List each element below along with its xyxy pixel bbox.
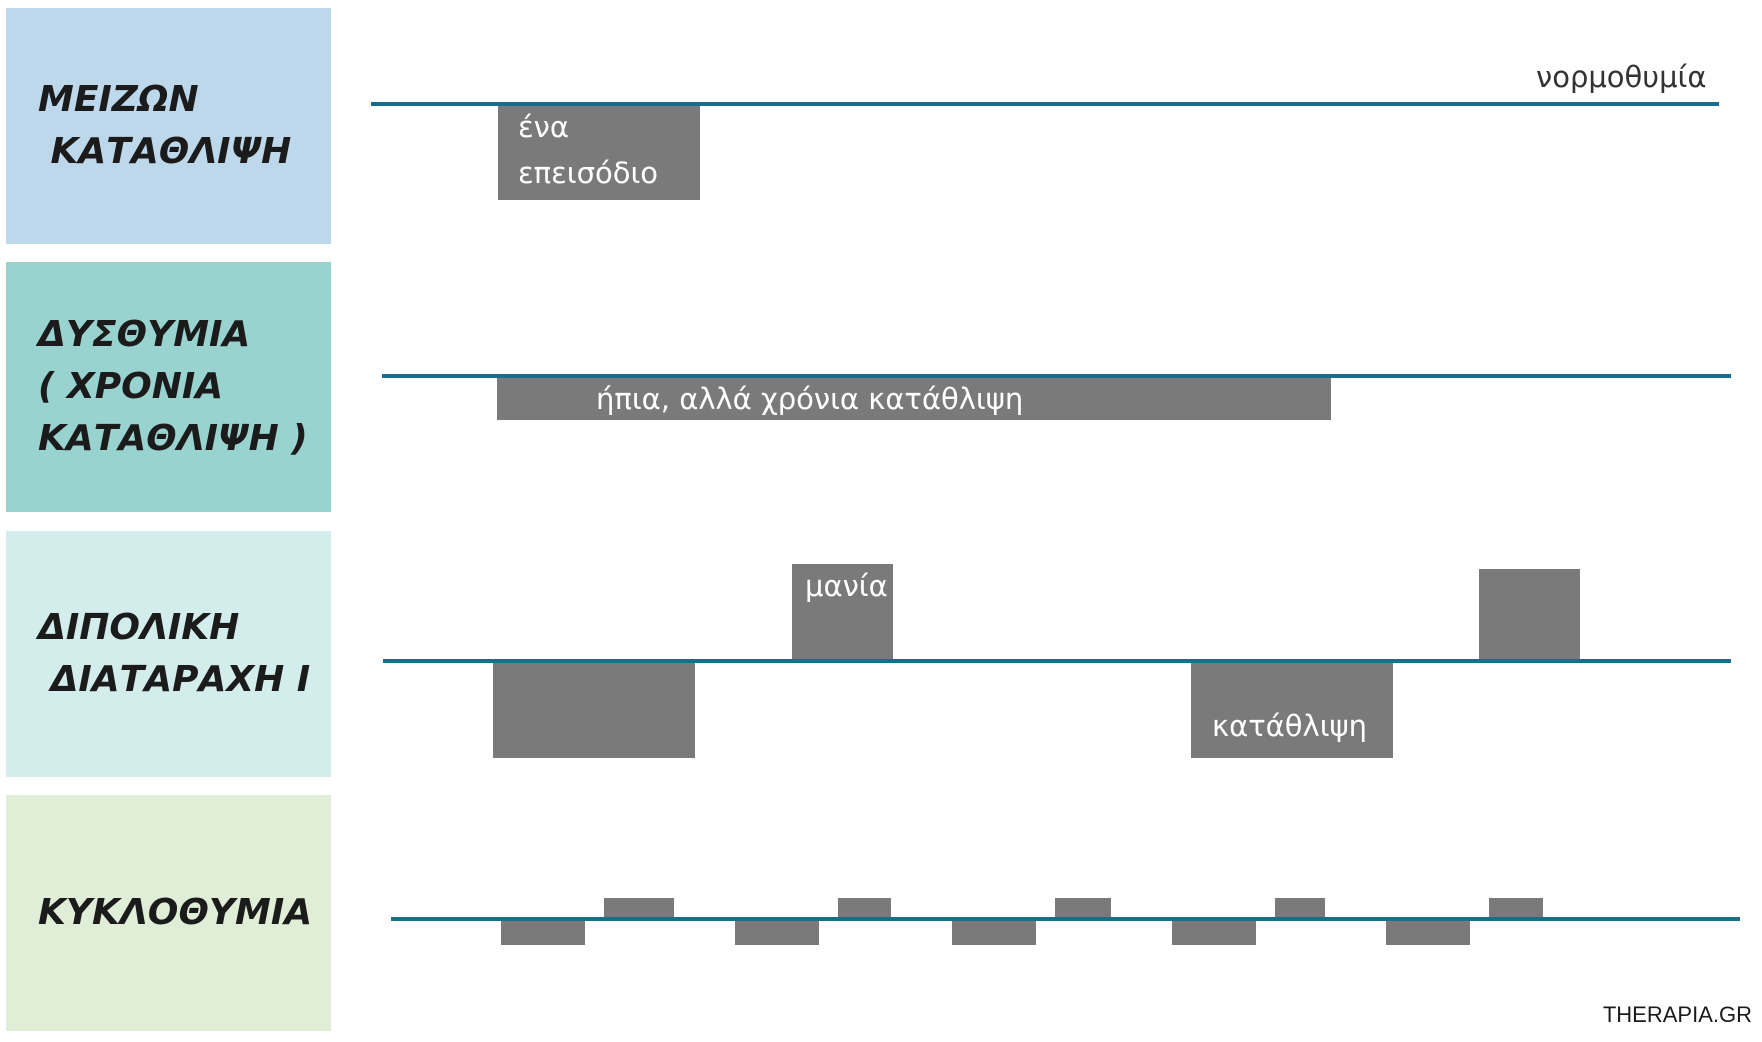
cyclo-high-1 bbox=[604, 898, 674, 919]
one-episode-line-1: ένα bbox=[518, 110, 569, 144]
row-label-major-depression: ΜΕΙΖΩΝ ΚΑΤΑΘΛΙΨΗ bbox=[38, 74, 291, 178]
label-line: ΚΥΚΛΟΘΥΜΙΑ bbox=[38, 892, 313, 933]
label-line: ΔΙΑΤΑΡΑΧΗ Ι bbox=[38, 659, 311, 700]
mania-label: μανία bbox=[805, 569, 888, 603]
label-line: ΚΑΤΑΘΛΙΨΗ bbox=[38, 131, 292, 172]
label-line: ΜΕΙΖΩΝ bbox=[38, 79, 199, 120]
cyclo-low-1 bbox=[501, 921, 585, 945]
mood-baseline-dysthymia bbox=[382, 374, 1731, 378]
normothymia-label: νορμοθυμία bbox=[1536, 60, 1707, 94]
cyclo-high-2 bbox=[838, 898, 891, 919]
row-panel-dysthymia: ΔΥΣΘΥΜΙΑ ( ΧΡΟΝΙΑ ΚΑΤΑΘΛΙΨΗ ) bbox=[6, 262, 331, 512]
cyclo-low-5 bbox=[1386, 921, 1470, 945]
label-line: ΔΥΣΘΥΜΙΑ bbox=[38, 314, 251, 355]
cyclo-low-3 bbox=[952, 921, 1036, 945]
row-label-bipolar-1: ΔΙΠΟΛΙΚΗ ΔΙΑΤΑΡΑΧΗ Ι bbox=[38, 602, 310, 706]
cyclo-low-4 bbox=[1172, 921, 1256, 945]
episode-block-single bbox=[498, 106, 700, 200]
row-panel-major-depression: ΜΕΙΖΩΝ ΚΑΤΑΘΛΙΨΗ bbox=[6, 8, 331, 244]
mania-block-1 bbox=[792, 564, 893, 662]
label-line: ( ΧΡΟΝΙΑ bbox=[38, 366, 224, 407]
mania-block-2 bbox=[1479, 569, 1580, 662]
one-episode-label: ένα επεισόδιο bbox=[518, 104, 658, 196]
one-episode-line-2: επεισόδιο bbox=[518, 156, 659, 190]
depression-label: κατάθλιψη bbox=[1212, 709, 1368, 743]
mild-chronic-label: ήπια, αλλά χρόνια κατάθλιψη bbox=[596, 382, 1024, 416]
episode-block-chronic bbox=[497, 378, 1331, 420]
label-line: ΔΙΠΟΛΙΚΗ bbox=[38, 607, 240, 648]
cyclo-high-5 bbox=[1489, 898, 1543, 919]
row-label-dysthymia: ΔΥΣΘΥΜΙΑ ( ΧΡΟΝΙΑ ΚΑΤΑΘΛΙΨΗ ) bbox=[38, 309, 308, 465]
watermark-text: THERAPIA.GR bbox=[1602, 1002, 1752, 1027]
mood-baseline-major-depression bbox=[371, 102, 1719, 106]
row-label-cyclothymia: ΚΥΚΛΟΘΥΜΙΑ bbox=[38, 887, 312, 939]
label-line: ΚΑΤΑΘΛΙΨΗ ) bbox=[38, 418, 308, 459]
cyclo-high-3 bbox=[1055, 898, 1111, 919]
depression-block-1 bbox=[493, 662, 695, 758]
mood-baseline-bipolar bbox=[383, 659, 1731, 663]
mood-baseline-cyclothymia bbox=[391, 917, 1740, 921]
cyclo-high-4 bbox=[1275, 898, 1325, 919]
row-panel-bipolar-1: ΔΙΠΟΛΙΚΗ ΔΙΑΤΑΡΑΧΗ Ι bbox=[6, 531, 331, 777]
row-panel-cyclothymia: ΚΥΚΛΟΘΥΜΙΑ bbox=[6, 795, 331, 1031]
depression-block-2 bbox=[1191, 662, 1393, 758]
cyclo-low-2 bbox=[735, 921, 819, 945]
